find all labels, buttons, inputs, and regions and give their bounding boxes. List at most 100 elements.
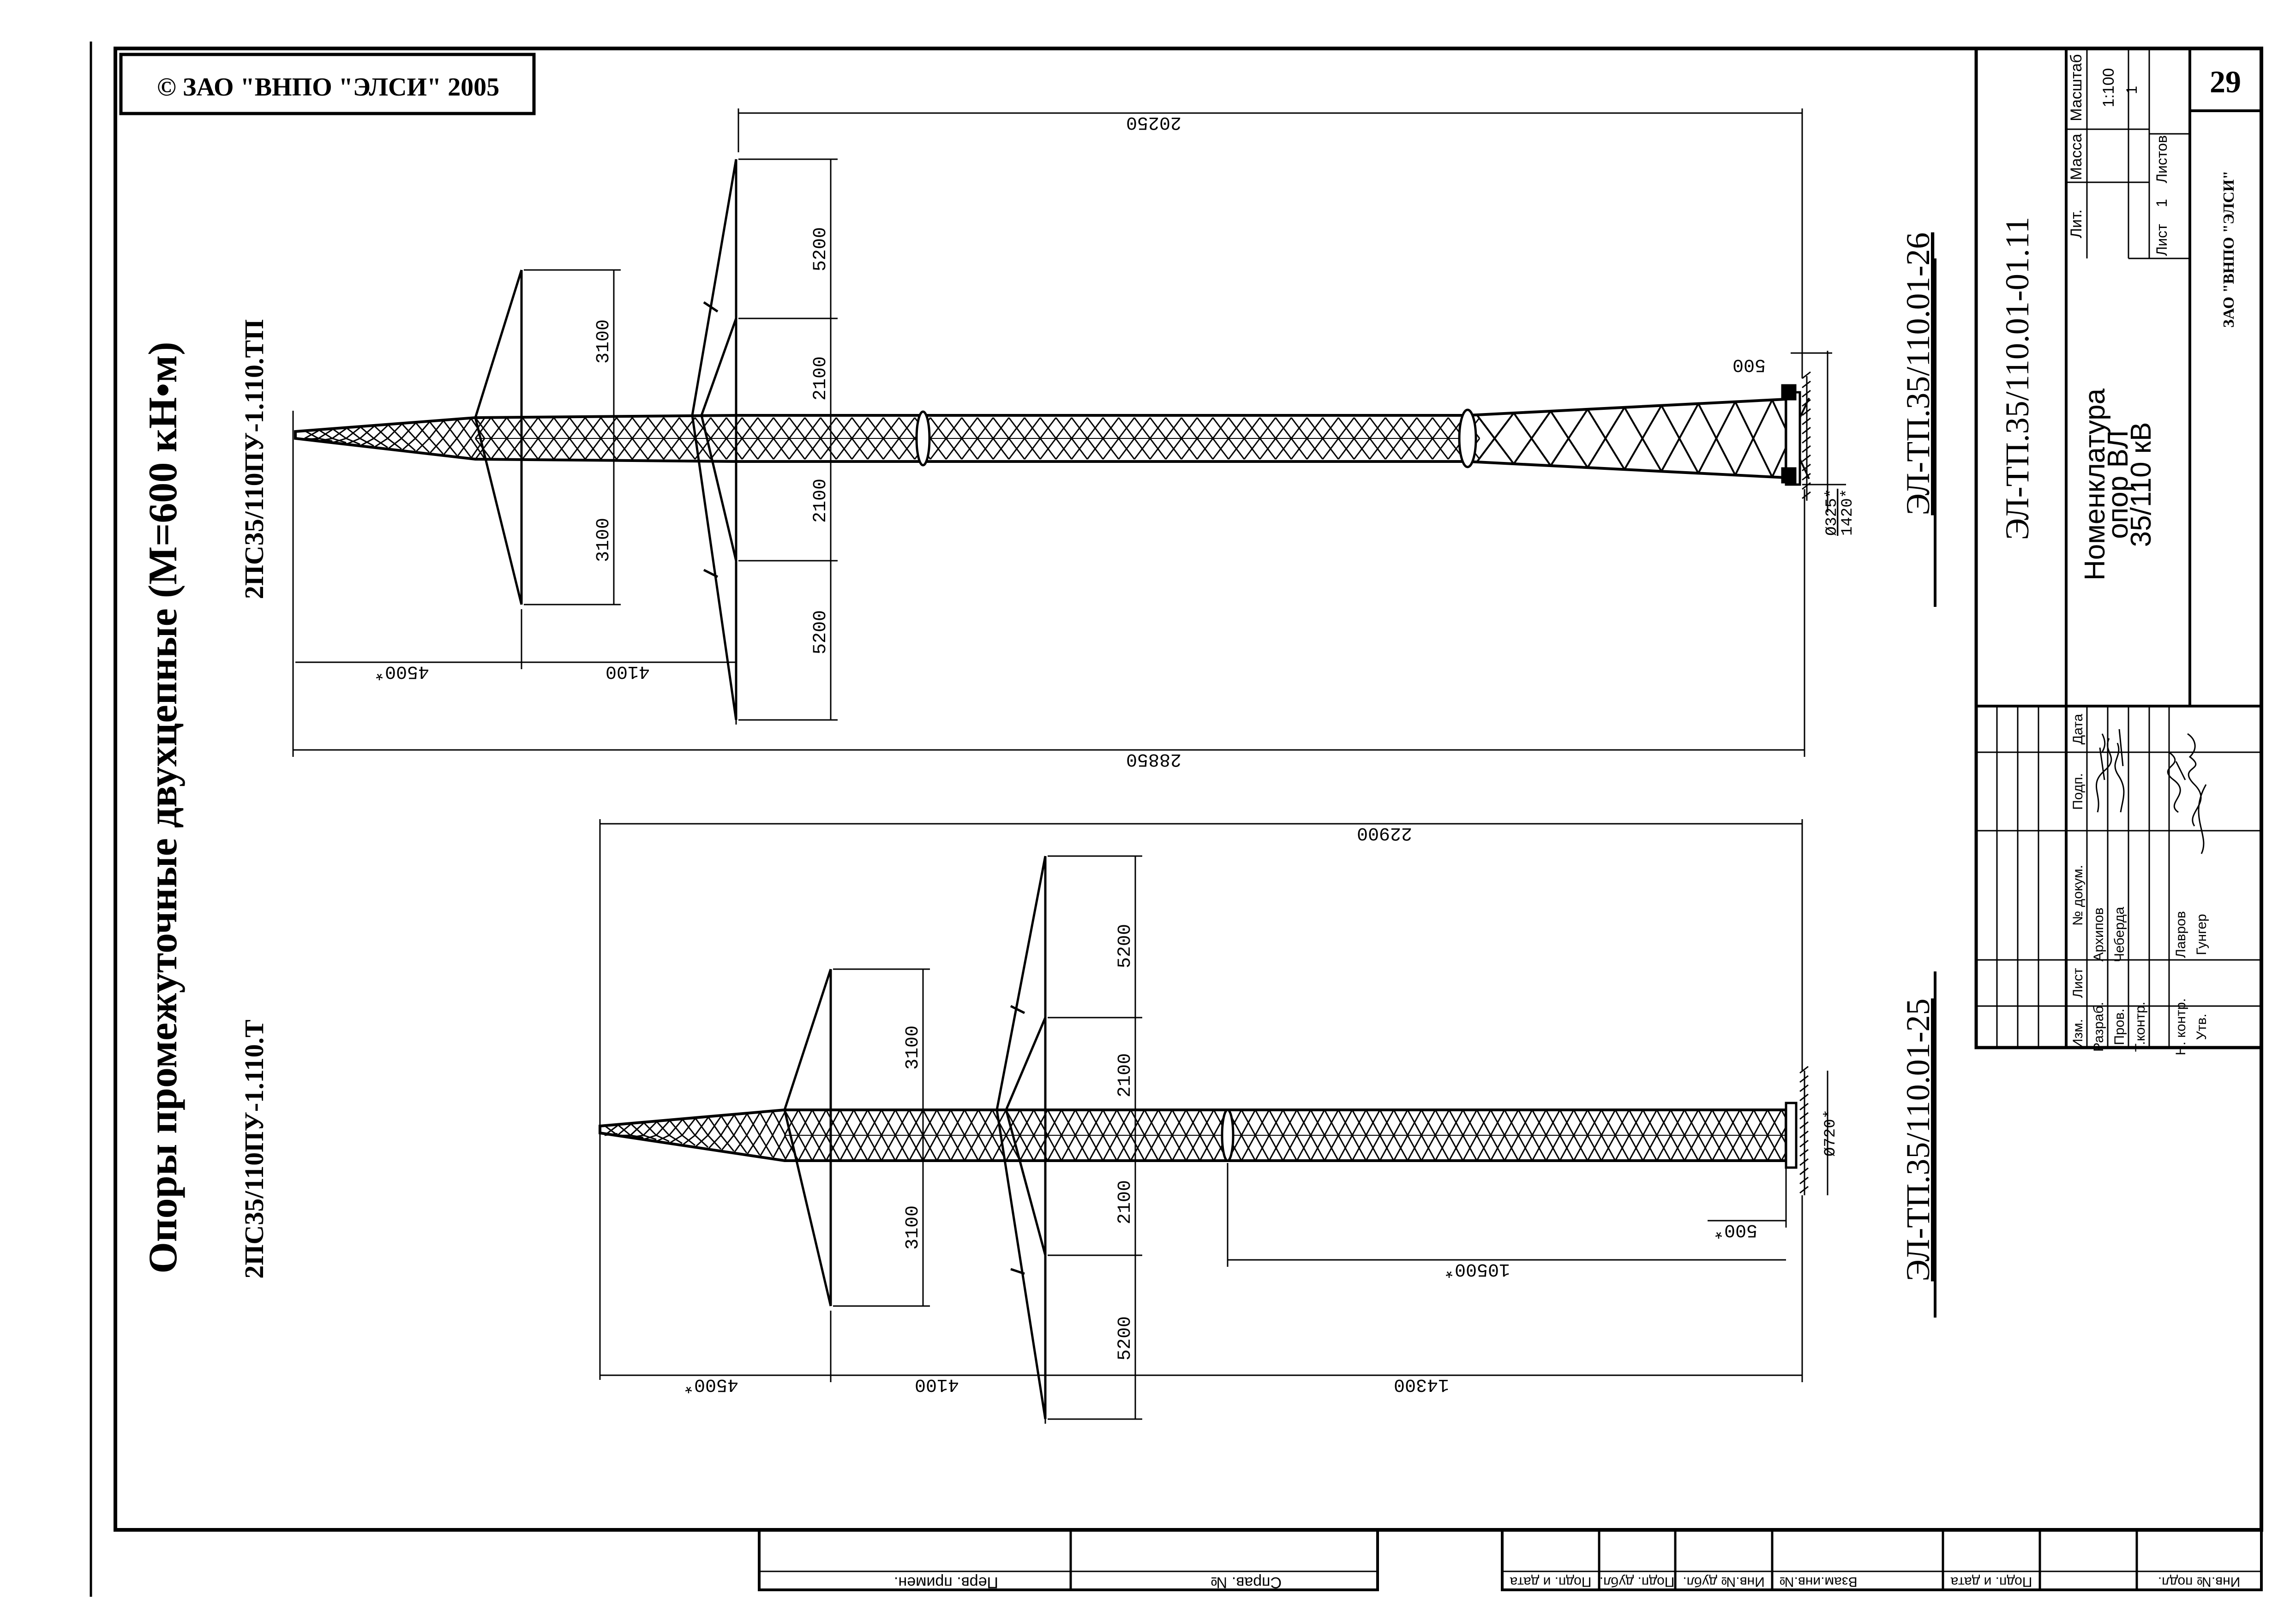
dim-top-arm-low-b: 5200 xyxy=(810,610,831,654)
lattice-brace xyxy=(1337,417,1355,439)
lattice-brace xyxy=(991,1135,1007,1161)
lattice-brace xyxy=(1753,1109,1768,1136)
lattice-brace xyxy=(1228,417,1245,439)
lattice-brace xyxy=(1212,438,1229,460)
lattice-brace xyxy=(1212,417,1229,439)
lattice-brace xyxy=(1259,417,1277,439)
base-brace xyxy=(1513,410,1552,465)
base-brace xyxy=(1734,399,1773,476)
lattice-brace xyxy=(825,1109,841,1136)
lattice-brace xyxy=(1268,1109,1284,1136)
sheets-label: Листов xyxy=(2153,135,2170,183)
dim-top-arm-mid-b: 2100 xyxy=(810,479,831,523)
hdr-mass: Масса xyxy=(2068,134,2085,180)
lattice-brace xyxy=(1005,1135,1021,1161)
lattice-brace xyxy=(853,1135,869,1161)
base-brace xyxy=(1513,412,1552,467)
lattice-brace xyxy=(569,438,586,460)
lattice-brace xyxy=(820,417,837,439)
lattice-brace xyxy=(490,438,508,460)
lattice-brace xyxy=(1243,417,1261,439)
lattice-brace xyxy=(373,425,389,439)
lattice-brace xyxy=(710,438,727,460)
top-tower-doc-code: ЭЛ-ТП.35/110.01-26 xyxy=(1900,232,1936,515)
lattice-brace xyxy=(1171,1109,1187,1136)
lattice-brace xyxy=(506,417,523,439)
stamp-vzam-inv: Взам.инв.№ xyxy=(1779,1574,1857,1589)
lattice-brace xyxy=(759,1135,773,1157)
top-tower-crossarms xyxy=(474,159,737,720)
lattice-brace xyxy=(360,426,374,439)
lattice-brace xyxy=(1416,438,1433,460)
lattice-brace xyxy=(1656,1109,1672,1136)
bottom-joint-1 xyxy=(1221,1109,1235,1162)
lattice-brace xyxy=(1545,1135,1561,1161)
lattice-brace xyxy=(1196,417,1214,439)
lattice-brace xyxy=(1181,438,1198,460)
dim-bottom-arm-top-b: 3100 xyxy=(903,1205,923,1250)
doc-name-line-2: опор ВЛ xyxy=(2102,430,2134,539)
lattice-brace xyxy=(1369,417,1386,439)
lattice-brace xyxy=(922,1135,938,1161)
lattice-brace xyxy=(1739,1135,1755,1161)
lattice-brace xyxy=(1432,417,1449,439)
bottom-tower-dimension-labels: 22900 3100 3100 2100 2100 5200 5200 1050… xyxy=(683,822,1840,1395)
lattice-brace xyxy=(804,417,821,439)
lattice-brace xyxy=(631,417,649,439)
lattice-brace xyxy=(1306,438,1324,460)
dim-bottom-base-offset: 500* xyxy=(1713,1219,1757,1240)
bottom-tower-doc-code: ЭЛ-ТП.35/110.01-25 xyxy=(1900,998,1936,1281)
lattice-brace xyxy=(1421,1135,1436,1161)
lattice-brace xyxy=(1573,1109,1589,1136)
lattice-brace xyxy=(1061,1135,1076,1161)
lattice-brace xyxy=(553,438,570,460)
lattice-brace xyxy=(881,1135,896,1161)
lattice-brace xyxy=(1241,1135,1256,1161)
lattice-brace xyxy=(1324,1135,1339,1161)
lattice-brace xyxy=(456,419,472,439)
lattice-brace xyxy=(537,438,555,460)
lattice-brace xyxy=(882,417,900,439)
lattice-brace xyxy=(1074,1135,1090,1161)
title-block-text: ЭЛ-ТП.35/110.01-01.11 Номенклатура опор … xyxy=(1999,54,2241,1055)
nkontr-name: Лавров xyxy=(2173,911,2188,958)
hdr-scale: Масштаб xyxy=(2068,54,2085,121)
lattice-brace xyxy=(604,1133,618,1136)
stamp-inv-dubl: Инв.№ дубл. xyxy=(1683,1574,1764,1589)
lattice-brace xyxy=(977,1135,993,1161)
lattice-brace xyxy=(1337,1109,1353,1136)
lattice-brace xyxy=(1559,1135,1575,1161)
lattice-brace xyxy=(616,417,633,439)
lattice-brace xyxy=(757,438,774,460)
lattice-brace xyxy=(1005,1109,1021,1136)
lattice-brace xyxy=(304,430,319,439)
dim-top-base-width: 1420* xyxy=(1839,489,1857,536)
lattice-brace xyxy=(1061,1109,1076,1136)
lattice-brace xyxy=(1448,1135,1464,1161)
sheet-value: 1 xyxy=(2153,199,2170,207)
lattice-brace xyxy=(1118,438,1135,460)
lattice-brace xyxy=(1165,438,1182,460)
dim-top-arm1-to-arm2: 4100 xyxy=(605,661,650,682)
lattice-brace xyxy=(1725,1109,1741,1136)
dim-top-top-to-arm1: 4500* xyxy=(374,661,429,682)
lattice-brace xyxy=(839,1135,855,1161)
lattice-brace xyxy=(1767,1109,1782,1136)
lattice-brace xyxy=(1504,1109,1519,1136)
lattice-brace xyxy=(746,1113,761,1136)
lattice-brace xyxy=(710,417,727,439)
lattice-brace xyxy=(741,417,759,439)
lattice-brace xyxy=(428,437,444,455)
lattice-brace xyxy=(1407,1109,1422,1136)
lattice-brace xyxy=(1365,1135,1381,1161)
lattice-brace xyxy=(1133,438,1151,460)
base-brace xyxy=(1624,407,1662,472)
lattice-brace xyxy=(733,1135,748,1154)
lattice-brace xyxy=(881,1109,896,1136)
lattice-brace xyxy=(1531,1109,1547,1136)
lattice-brace xyxy=(1365,1109,1381,1136)
lattice-brace xyxy=(553,417,570,439)
lattice-brace xyxy=(804,438,821,460)
lattice-brace xyxy=(1642,1109,1658,1136)
lattice-brace xyxy=(1434,1109,1450,1136)
